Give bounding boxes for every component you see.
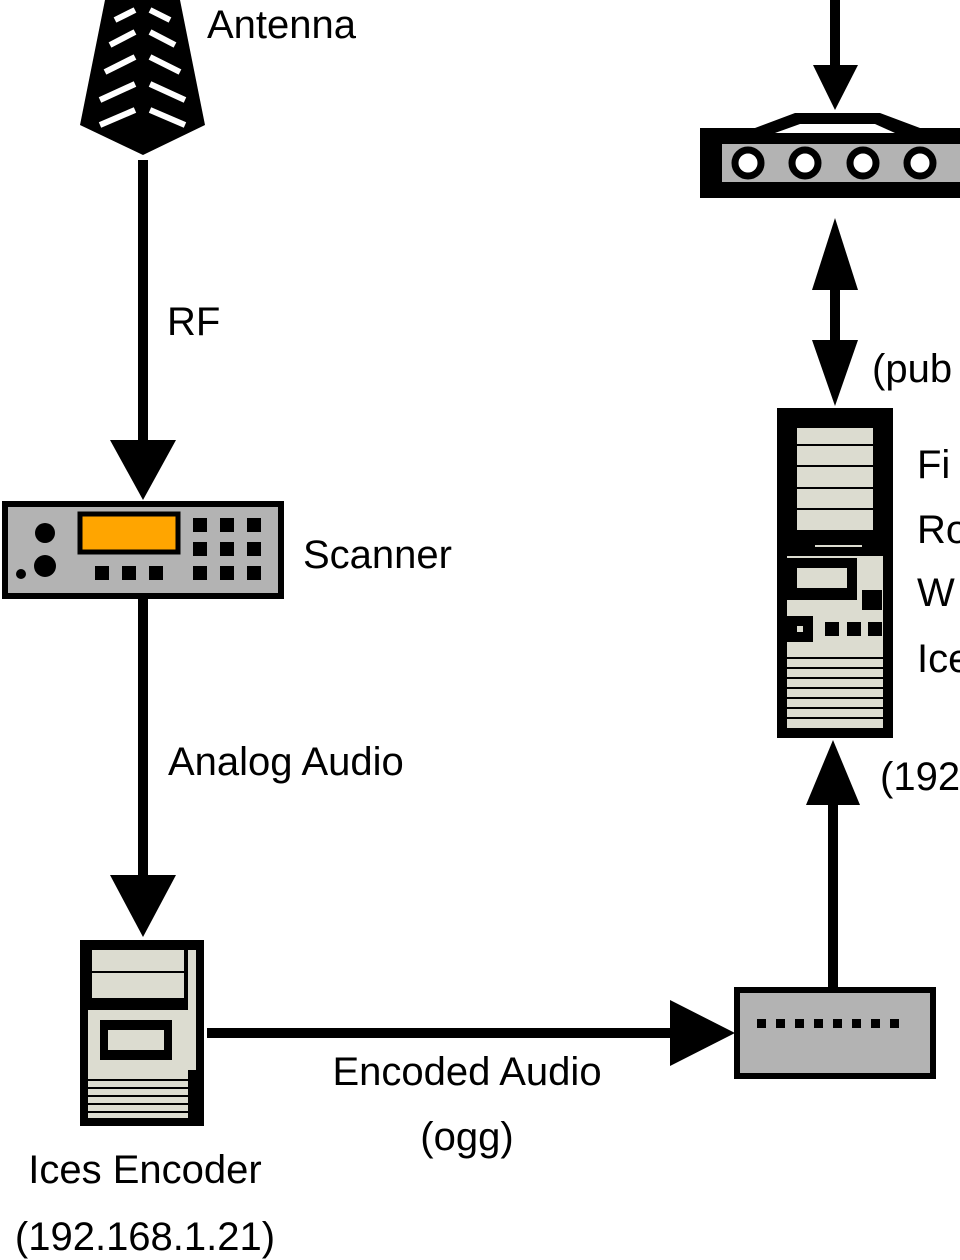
antenna-icon <box>80 0 205 155</box>
rf-label: RF <box>167 300 220 344</box>
analog-audio-arrow <box>110 598 176 937</box>
server-label-line-2: Ro <box>917 508 960 552</box>
server-computer-icon <box>777 408 893 738</box>
server-ip: (192 <box>880 755 960 799</box>
encoder-computer-icon <box>80 940 204 1126</box>
server-label-line-1: Fi <box>917 443 950 487</box>
encoder-ip: (192.168.1.21) <box>15 1215 275 1259</box>
analog-audio-label: Analog Audio <box>168 740 404 784</box>
encoded-audio-label: Encoded Audio <box>332 1050 601 1094</box>
server-label-line-3: W <box>917 571 955 615</box>
router-server-double-arrow <box>812 218 858 406</box>
router-icon <box>700 113 960 198</box>
internet-to-router-arrow <box>813 0 858 110</box>
switch-icon <box>734 987 936 1079</box>
encoder-label: Ices Encoder <box>28 1148 261 1192</box>
scanner-icon <box>2 501 284 599</box>
scanner-label: Scanner <box>303 533 452 577</box>
switch-to-server-arrow <box>806 740 860 988</box>
encoded-audio-format: (ogg) <box>420 1115 513 1159</box>
rf-arrow <box>110 160 176 500</box>
public-link-label: (pub <box>872 347 952 391</box>
encoded-audio-arrow <box>207 1000 735 1066</box>
antenna-label: Antenna <box>207 3 357 47</box>
server-label-line-4: Ice <box>917 637 960 681</box>
